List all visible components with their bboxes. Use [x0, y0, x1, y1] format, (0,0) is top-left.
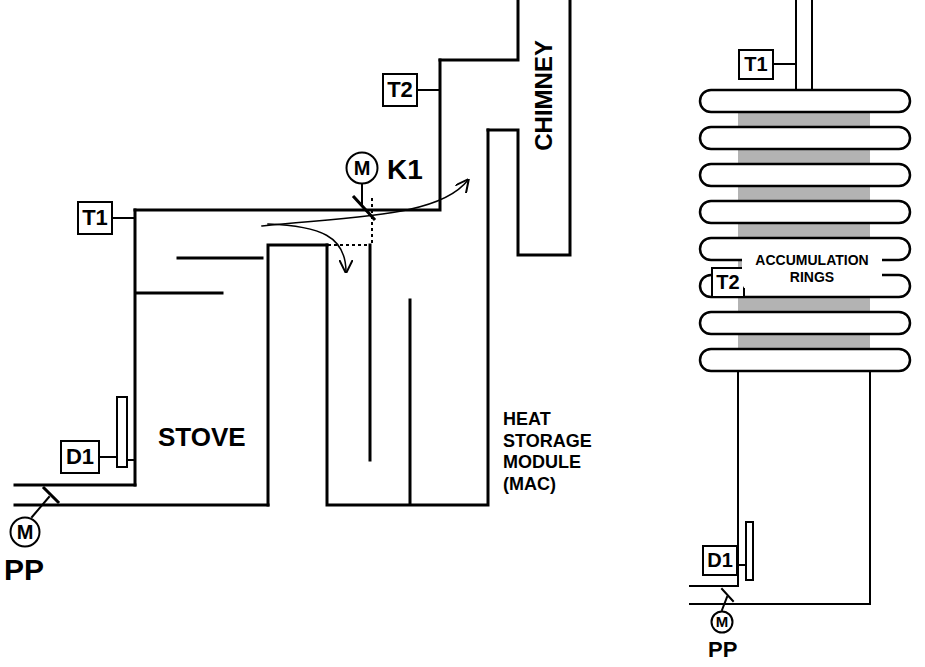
motor-circle: M — [345, 151, 379, 185]
temperature-sensor-box: T2 — [711, 267, 745, 298]
flue-duct — [135, 60, 440, 210]
stove-outline — [135, 210, 327, 505]
flow-arrow — [262, 180, 468, 226]
draught-sensor-box: D1 — [702, 545, 738, 576]
temperature-sensor-box: T1 — [738, 49, 774, 80]
accumulation-rings-box: ACCUMULATION RINGS — [742, 248, 882, 289]
node-text: T2 — [387, 77, 413, 102]
actuator-link — [722, 597, 727, 610]
motor-outline — [712, 612, 733, 633]
sensor-lead — [738, 564, 746, 566]
draught-probe — [117, 397, 127, 467]
air-flap — [722, 589, 733, 601]
accumulation-ring — [700, 127, 910, 149]
node-text: M — [17, 521, 34, 544]
flow-arrow — [268, 224, 346, 272]
node-text: D1 — [66, 444, 94, 469]
draught-probe — [746, 522, 753, 580]
actuator-name: K1 — [387, 153, 423, 187]
accumulation-ring — [700, 312, 910, 334]
stove-label: STOVE — [158, 422, 246, 453]
chimney-outline — [440, 0, 570, 255]
motor-circle: M — [9, 516, 41, 548]
accumulation-ring — [700, 349, 910, 371]
temperature-sensor-box: T2 — [382, 73, 418, 107]
node-text: T2 — [716, 271, 739, 294]
node-text: T1 — [744, 53, 767, 76]
heat-storage-module — [327, 130, 488, 505]
motor-circle: M — [710, 610, 734, 634]
air-inlet-pipe — [15, 485, 268, 505]
sensor-lead — [774, 63, 796, 65]
actuator-link — [32, 497, 49, 517]
draught-sensor-box: D1 — [60, 440, 100, 474]
actuator-link — [361, 185, 363, 206]
flue-pipe — [796, 0, 812, 92]
sensor-lead — [417, 89, 440, 91]
accumulation-ring — [700, 164, 910, 186]
temperature-sensor-box: T1 — [77, 201, 113, 235]
node-text: T1 — [82, 205, 108, 230]
node-text: M — [716, 613, 729, 630]
node-text: ACCUMULATION RINGS — [747, 252, 877, 284]
node-text: D1 — [707, 549, 733, 572]
actuator-name: PP — [708, 637, 737, 663]
node-text: M — [354, 157, 371, 180]
motor-outline — [11, 518, 40, 547]
motor-outline — [347, 153, 378, 184]
module-label: HEAT STORAGE MODULE (MAC) — [503, 409, 592, 495]
chimney-label: CHIMNEY — [530, 40, 559, 151]
sensor-lead — [113, 217, 135, 219]
actuator-name: PP — [4, 552, 44, 588]
stove-body — [690, 371, 870, 604]
flap-closed-position — [328, 198, 372, 245]
accumulation-ring — [700, 201, 910, 223]
accumulation-ring — [700, 90, 910, 112]
